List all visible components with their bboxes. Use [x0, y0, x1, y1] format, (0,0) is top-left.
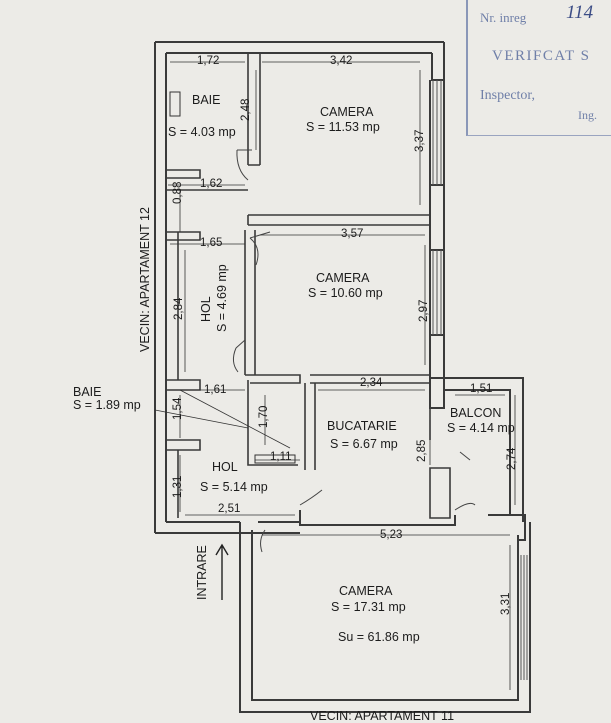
dimension-lines: [154, 61, 516, 690]
room-baie2-name: BAIE: [73, 385, 102, 399]
dim-1-51: 1,51: [470, 383, 493, 395]
stamp-ing: Ing.: [578, 108, 597, 122]
dim-1-61: 1,61: [204, 384, 227, 396]
room-baie1-name: BAIE: [192, 93, 221, 107]
dim-2-74: 2,74: [506, 447, 518, 470]
dim-3-57: 3,57: [341, 228, 364, 240]
room-balcon-area: S = 4.14 mp: [447, 421, 515, 435]
dim-3-37: 3,37: [414, 129, 426, 152]
room-hol2-name: HOL: [212, 460, 238, 474]
dim-1-65: 1,65: [200, 237, 223, 249]
stamp-nr-value: 114: [566, 2, 594, 23]
bathtub-fixture: [169, 91, 181, 117]
stamp-verificat: VERIFCAT S: [492, 48, 591, 64]
dim-1-54: 1,54: [172, 397, 184, 420]
dim-2-84: 2,84: [173, 297, 185, 320]
dim-1-62: 1,62: [200, 178, 223, 190]
dim-2-85: 2,85: [416, 439, 428, 462]
dim-1-70: 1,70: [258, 405, 270, 428]
room-camera3-name: CAMERA: [339, 584, 393, 598]
dim-2-48: 2,48: [240, 98, 252, 121]
room-baie2-area: S = 1.89 mp: [73, 398, 141, 412]
dim-2-51: 2,51: [218, 503, 241, 515]
dim-1-11: 1,11: [270, 451, 292, 463]
verification-stamp: Nr. inreg 114 VERIFCAT S Inspector, Ing.: [466, 0, 611, 136]
entrance-label: INTRARE: [195, 545, 209, 600]
room-baie1-area: S = 4.03 mp: [168, 125, 236, 139]
room-camera1-area: S = 11.53 mp: [306, 120, 380, 134]
room-hol1-area: S = 4.69 mp: [215, 264, 229, 332]
neighbor-left-label: VECIN: APARTAMENT 12: [138, 207, 152, 352]
room-hol1-name: HOL: [199, 296, 213, 322]
room-balcon-name: BALCON: [450, 406, 502, 420]
sink-fixture: [254, 454, 296, 464]
entrance-arrow-icon: [215, 543, 229, 600]
dim-3-31: 3,31: [500, 592, 512, 615]
dim-2-97: 2,97: [418, 299, 430, 322]
room-bucatarie-name: BUCATARIE: [327, 419, 397, 433]
stamp-nr-inreg: Nr. inreg: [480, 10, 527, 25]
room-bucatarie-area: S = 6.67 mp: [330, 437, 398, 451]
room-camera2-area: S = 10.60 mp: [308, 286, 383, 300]
windows: [432, 80, 528, 680]
dim-1-72: 1,72: [197, 55, 220, 67]
stamp-inspector: Inspector,: [480, 88, 536, 103]
room-camera3-area: S = 17.31 mp: [331, 600, 406, 614]
dim-5-23: 5,23: [380, 529, 403, 541]
dim-0-88: 0,88: [172, 181, 184, 204]
room-camera2-name: CAMERA: [316, 271, 370, 285]
dim-2-34: 2,34: [360, 377, 383, 389]
neighbor-bottom-label: VECIN: APARTAMENT 11: [310, 709, 455, 723]
dim-3-42: 3,42: [330, 55, 353, 67]
dim-1-31: 1,31: [172, 475, 184, 498]
room-hol2-area: S = 5.14 mp: [200, 480, 268, 494]
total-area-label: Su = 61.86 mp: [338, 630, 420, 644]
room-camera1-name: CAMERA: [320, 105, 374, 119]
